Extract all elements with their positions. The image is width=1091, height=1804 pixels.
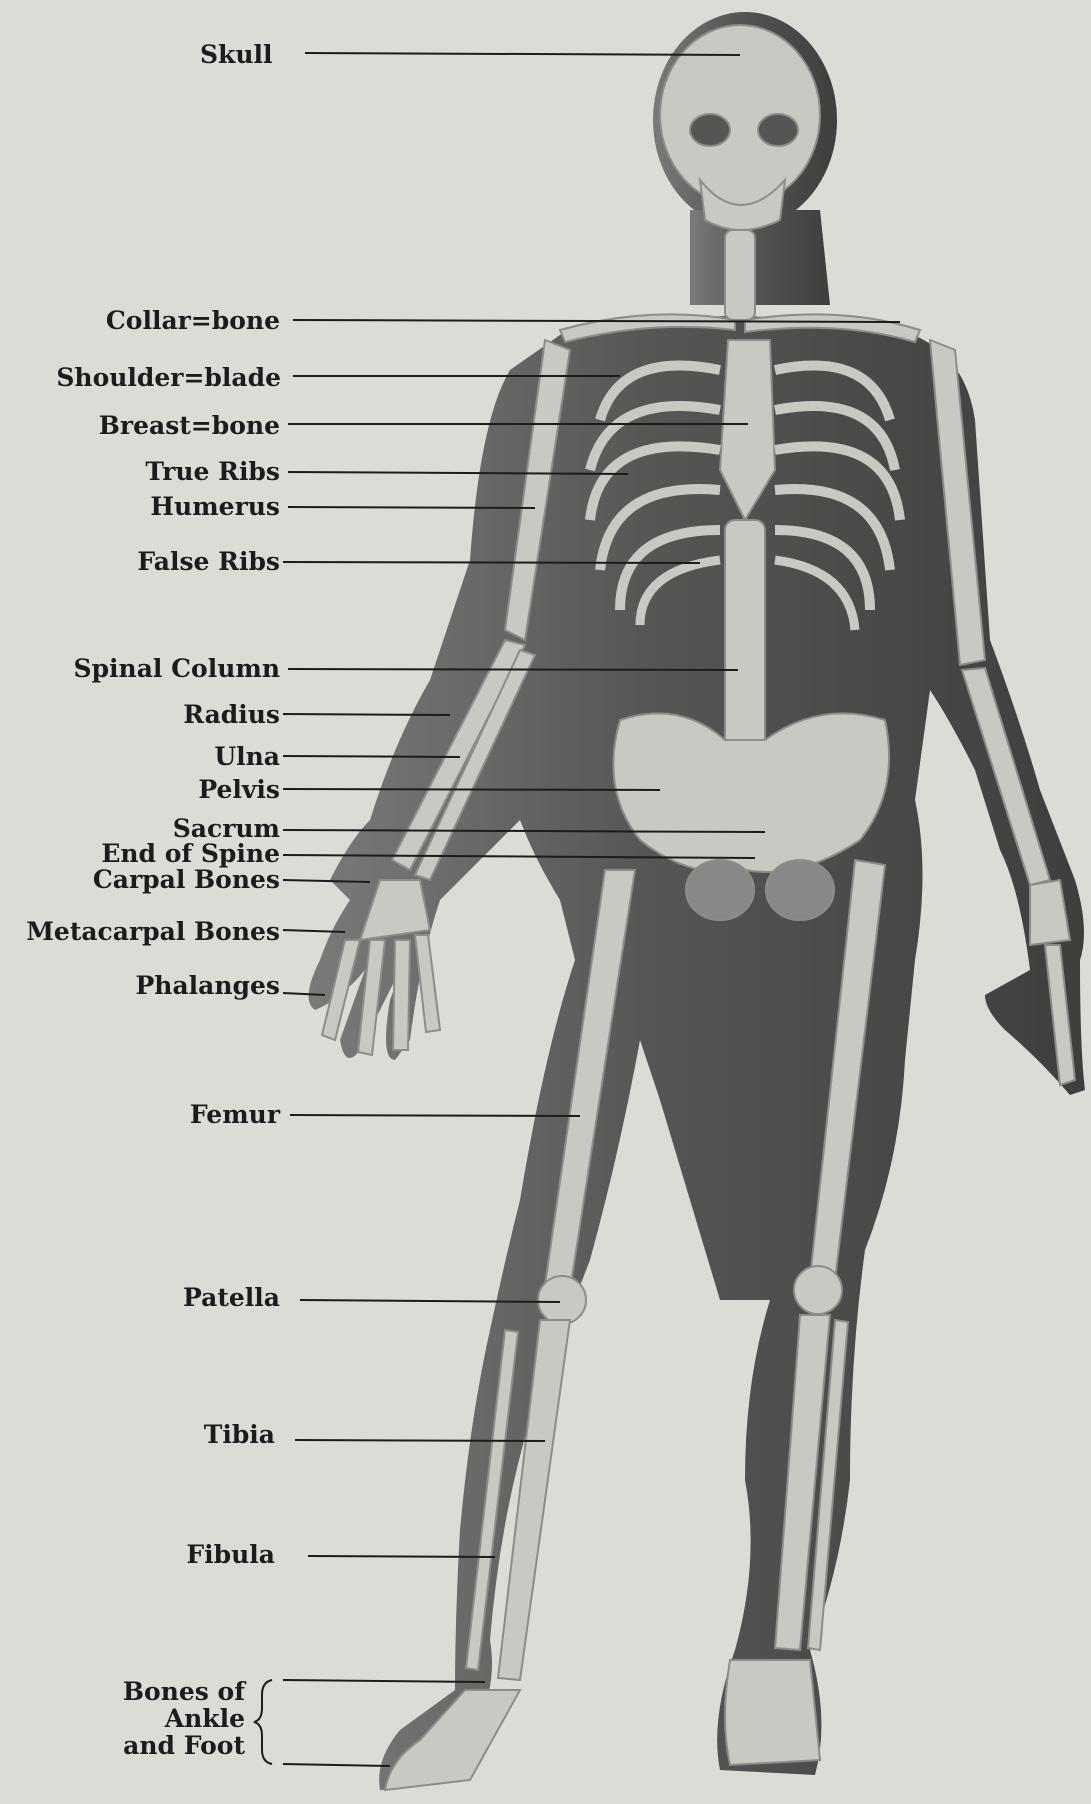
label-skull: Skull (200, 41, 273, 69)
label-tibia: Tibia (204, 1421, 275, 1449)
label-ankle-line1: Bones of (123, 1678, 245, 1706)
label-humerus: Humerus (150, 493, 280, 521)
label-end-of-spine: End of Spine (101, 840, 280, 868)
leader-line-femur (290, 1115, 580, 1116)
label-radius: Radius (183, 701, 280, 729)
label-ankle-line2: Ankle (165, 1705, 245, 1733)
label-false-ribs: False Ribs (137, 548, 280, 576)
label-patella: Patella (183, 1284, 280, 1312)
leader-line-false-ribs (283, 562, 700, 563)
label-fibula: Fibula (186, 1541, 275, 1569)
label-phalanges: Phalanges (135, 972, 280, 1000)
leader-line-foot (283, 1764, 390, 1766)
leader-line-humerus (288, 507, 535, 508)
leader-line-pelvis (283, 789, 660, 790)
label-collar-bone: Collar=bone (106, 307, 280, 335)
leader-line-tibia (295, 1440, 545, 1441)
label-femur: Femur (190, 1101, 280, 1129)
label-metacarpal-bones: Metacarpal Bones (26, 918, 280, 946)
leader-line-fibula (308, 1556, 495, 1557)
label-true-ribs: True Ribs (145, 458, 280, 486)
leader-line-ankle (283, 1680, 485, 1682)
ankle-foot-brace (254, 1680, 272, 1764)
leader-line-radius (283, 714, 450, 715)
label-ankle-line3: and Foot (123, 1732, 245, 1760)
label-spinal-column: Spinal Column (74, 655, 280, 683)
label-ulna: Ulna (214, 743, 280, 771)
label-pelvis: Pelvis (198, 776, 280, 804)
label-carpal-bones: Carpal Bones (93, 866, 280, 894)
leader-line-spinal-column (288, 669, 738, 670)
label-breast-bone: Breast=bone (99, 412, 280, 440)
label-shoulder-blade: Shoulder=blade (56, 364, 281, 392)
leader-line-ulna (283, 756, 460, 757)
